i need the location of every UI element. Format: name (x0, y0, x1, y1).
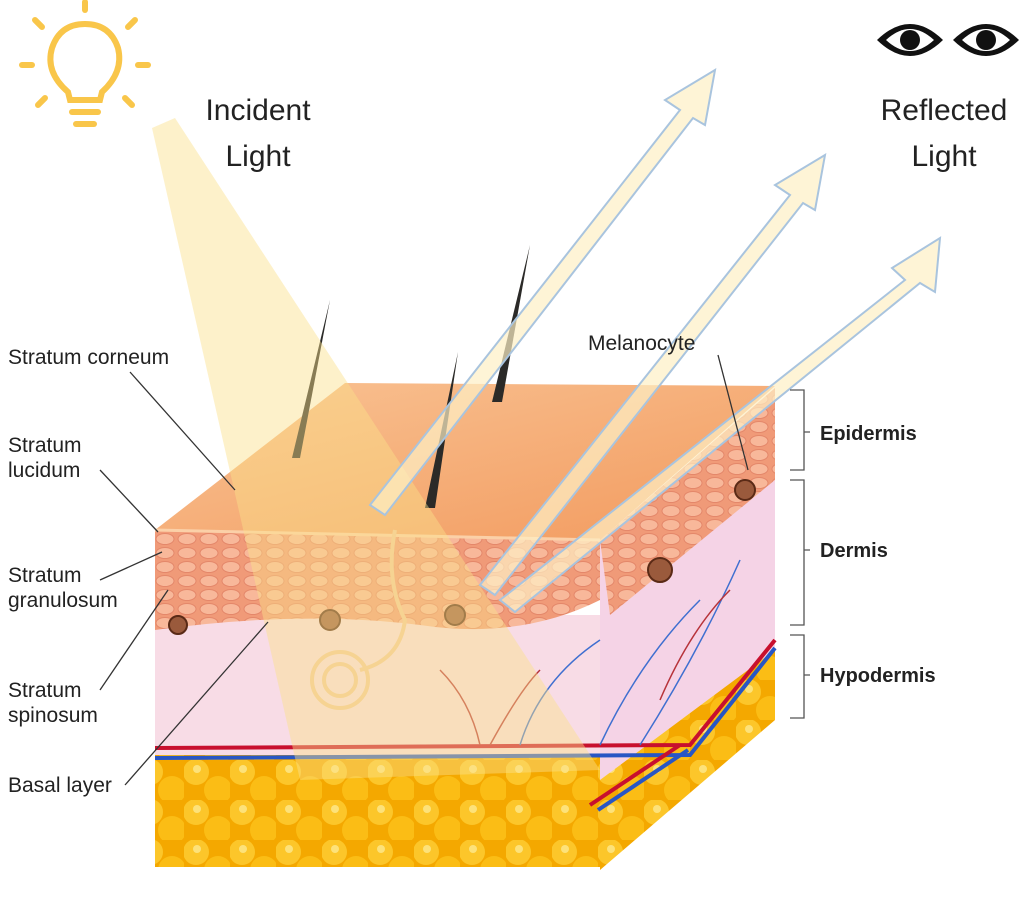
label-stratum-granulosum-line1: Stratum (8, 564, 82, 587)
incident-light-beam (152, 118, 600, 780)
incident-light-title-line1: Incident (205, 94, 311, 127)
dermis-layer (155, 615, 600, 755)
reflected-light-title-line1: Reflected (881, 94, 1008, 127)
blood-vessels (154, 559, 777, 812)
eye-icon (953, 24, 1019, 56)
light-bulb-icon (19, 0, 151, 127)
incident-light-title-line2: Light (225, 140, 291, 173)
reflected-light-arrows (368, 68, 942, 614)
label-stratum-spinosum-line1: Stratum (8, 679, 82, 702)
label-stratum-spinosum-line2: spinosum (8, 704, 98, 727)
reflected-arrow-3 (498, 236, 942, 614)
reflected-light-title-line2: Light (911, 140, 977, 173)
epidermis-cells (155, 530, 600, 630)
reflected-arrow-2 (478, 153, 827, 597)
eye-icon (877, 24, 943, 56)
label-melanocyte: Melanocyte (588, 332, 695, 355)
label-stratum-lucidum-line1: Stratum (8, 434, 82, 457)
brackets (790, 389, 810, 719)
hypodermis-fat (155, 755, 600, 867)
label-stratum-granulosum-line2: granulosum (8, 589, 118, 612)
melanocytes (168, 479, 756, 635)
label-stratum-lucidum-line2: lucidum (8, 459, 80, 482)
bracket-label-dermis: Dermis (820, 540, 888, 562)
reflected-arrow-1 (368, 68, 717, 517)
label-stratum-corneum: Stratum corneum (8, 346, 169, 369)
bracket-label-epidermis: Epidermis (820, 423, 917, 445)
leader-lines (99, 354, 749, 786)
bracket-label-hypodermis: Hypodermis (820, 665, 936, 687)
skin-block (154, 245, 777, 870)
right-face-epidermis (600, 388, 775, 615)
label-basal-layer: Basal layer (8, 774, 112, 797)
sweat-gland (310, 529, 408, 710)
